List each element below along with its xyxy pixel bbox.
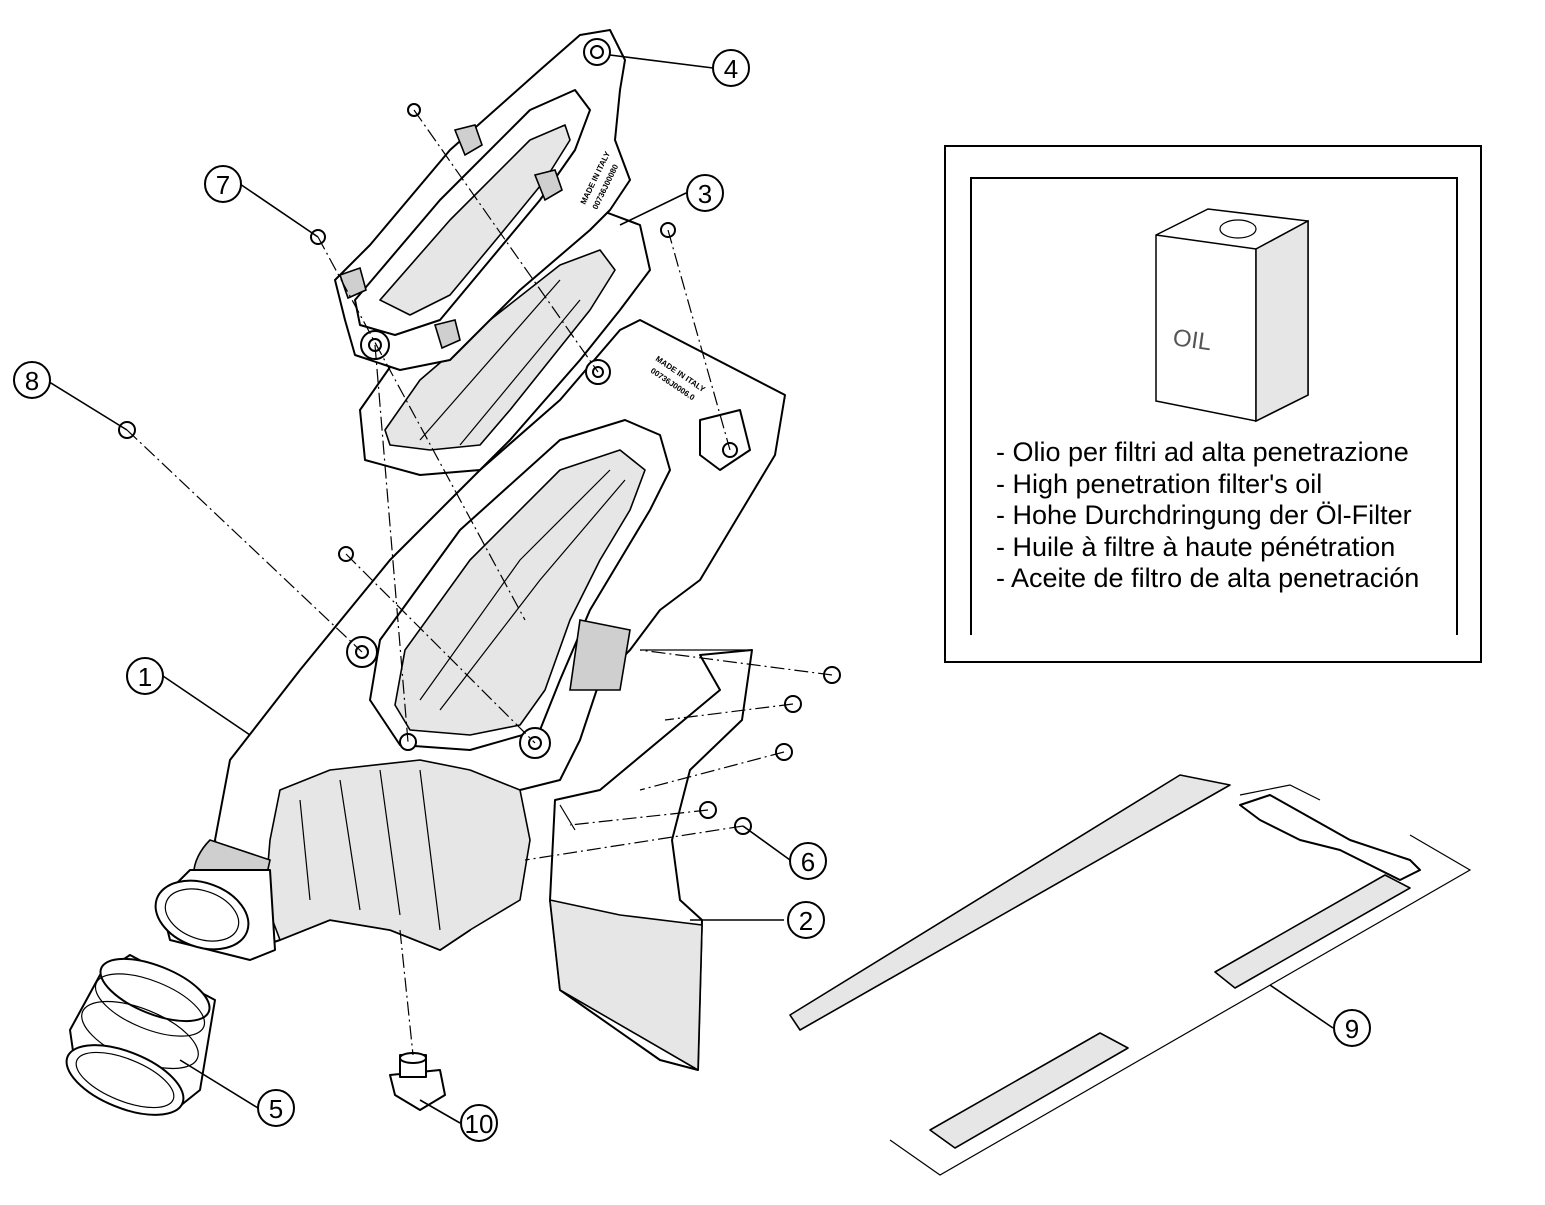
part-airbox: MADE IN ITALY 00736J0006.0 bbox=[154, 319, 786, 961]
svg-text:7: 7 bbox=[216, 170, 230, 200]
oil-can-icon: OIL bbox=[1155, 208, 1309, 423]
part-adhesive-strips bbox=[789, 774, 1472, 1176]
callout-8: 8 bbox=[13, 361, 51, 399]
part-intake-sleeve bbox=[65, 954, 216, 1116]
assembly-lines bbox=[126, 109, 833, 1056]
legend-line-french: - Huile à filtre à haute pénétration bbox=[996, 531, 1396, 562]
callout-2: 2 bbox=[787, 901, 825, 939]
legend-line-english: - High penetration filter's oil bbox=[996, 468, 1323, 499]
svg-text:6: 6 bbox=[801, 847, 815, 877]
callout-3: 3 bbox=[686, 174, 724, 212]
part-filter-frame: MADE IN ITALY 00736J00080 bbox=[334, 29, 631, 371]
legend-text-list: - Olio per filtri ad alta penetrazione -… bbox=[996, 437, 1419, 595]
callout-10: 10 bbox=[460, 1104, 498, 1142]
legend-line-german: - Hohe Durchdringung der Öl-Filter bbox=[996, 500, 1412, 530]
legend-inner-frame: OIL - Olio per filtri ad alta penetrazio… bbox=[970, 177, 1458, 635]
oil-can-label: OIL bbox=[1171, 324, 1213, 356]
svg-text:5: 5 bbox=[269, 1094, 283, 1124]
callout-4: 4 bbox=[712, 49, 750, 87]
callout-6: 6 bbox=[789, 842, 827, 880]
callout-7: 7 bbox=[204, 165, 242, 203]
svg-text:10: 10 bbox=[465, 1109, 494, 1139]
svg-text:9: 9 bbox=[1345, 1014, 1359, 1044]
part-mud-flap bbox=[549, 649, 753, 1071]
callout-5: 5 bbox=[257, 1089, 295, 1127]
legend-line-spanish: - Aceite de filtro de alta penetración bbox=[996, 563, 1420, 593]
legend-box: OIL - Olio per filtri ad alta penetrazio… bbox=[944, 145, 1482, 663]
callout-9: 9 bbox=[1333, 1009, 1371, 1047]
leader-lines bbox=[45, 54, 1334, 1124]
svg-text:2: 2 bbox=[799, 906, 813, 936]
svg-text:1: 1 bbox=[138, 662, 152, 692]
svg-text:3: 3 bbox=[698, 179, 712, 209]
part-drain-plug bbox=[389, 1052, 446, 1111]
svg-text:8: 8 bbox=[25, 366, 39, 396]
callout-1: 1 bbox=[126, 657, 164, 695]
legend-line-italian: - Olio per filtri ad alta penetrazione bbox=[996, 437, 1409, 467]
svg-text:4: 4 bbox=[724, 54, 738, 84]
